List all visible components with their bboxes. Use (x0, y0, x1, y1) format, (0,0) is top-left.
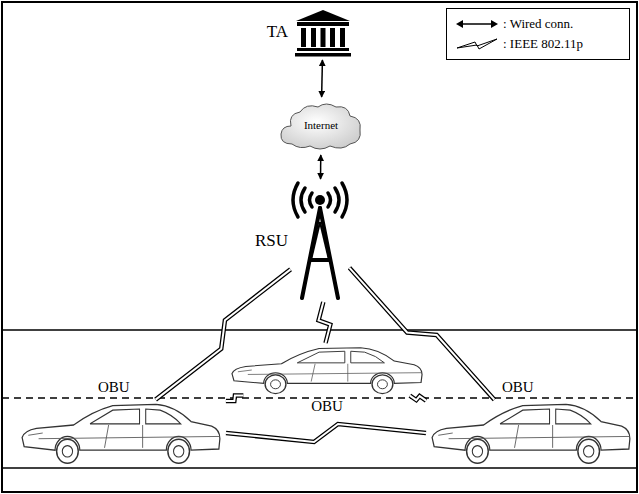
bolt-outline (319, 302, 331, 343)
legend-row: : IEEE 802.11p (455, 34, 623, 54)
wireless-sample (455, 36, 499, 52)
authority-building: TA (295, 9, 351, 57)
legend-box: : Wired conn. : IEEE 802.11p (446, 8, 630, 60)
wireless-link (319, 302, 331, 343)
node-label: OBU (228, 398, 426, 415)
internet-cloud: Internet (263, 100, 379, 152)
wired-sample (455, 16, 499, 32)
vehicle-obu: OBU (18, 401, 224, 465)
bolt-outline (226, 395, 243, 401)
car-icon (228, 345, 426, 395)
node-label: OBU (96, 379, 132, 396)
car-icon (428, 401, 634, 465)
node-label: RSU (255, 232, 288, 251)
wired-line (321, 60, 323, 97)
bolt-fill (226, 424, 426, 442)
node-label: TA (267, 23, 288, 42)
bolt-fill (319, 302, 331, 343)
wired-line (320, 155, 322, 179)
bolt-fill (410, 396, 426, 401)
legend-row: : Wired conn. (455, 14, 623, 34)
wireless-link (226, 424, 426, 442)
wired-link (320, 155, 321, 179)
car-icon (18, 401, 224, 465)
node-label: Internet (263, 119, 379, 131)
node-label: OBU (500, 379, 536, 396)
bolt-fill (226, 395, 243, 401)
tower-icon (292, 182, 348, 300)
vehicle-obu: OBU (428, 401, 634, 465)
rsu-tower: RSU (292, 182, 348, 300)
wireless-link (226, 395, 243, 401)
wireless-link (410, 396, 426, 401)
bolt-outline (410, 396, 426, 401)
vehicle-obu: OBU (228, 345, 426, 395)
road-edge (2, 329, 637, 331)
road-edge (2, 467, 637, 469)
wired-link (321, 60, 323, 97)
legend-text: : IEEE 802.11p (503, 37, 583, 51)
bolt-outline (226, 424, 426, 442)
building-icon (295, 9, 351, 57)
legend-text: : Wired conn. (503, 17, 573, 31)
